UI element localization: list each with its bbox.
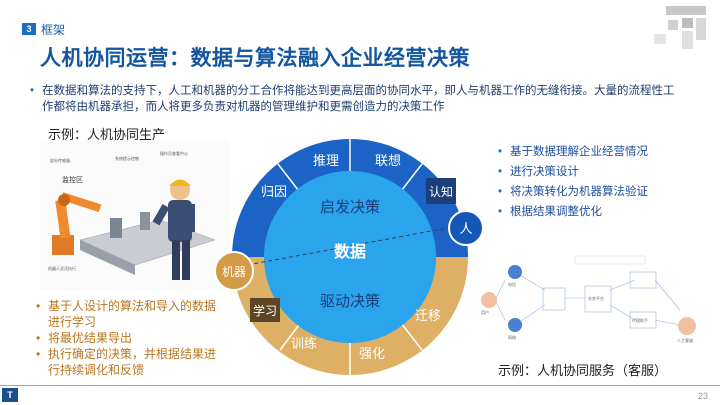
machine-bullet: •基于人设计的算法和导入的数据进行学习	[36, 299, 217, 329]
agent-avatar-icon	[678, 317, 696, 335]
page-title: 人机协同运营：数据与算法融入企业经营决策	[40, 47, 470, 70]
page-number: 23	[697, 391, 708, 401]
human-bullet: •基于数据理解企业经营情况	[498, 146, 648, 158]
human-bullet: •进行决策设计	[498, 166, 579, 178]
factory-label-3: 操作员查看中心	[160, 150, 188, 156]
driven-decision-label: 驱动决策	[320, 293, 380, 310]
machine-bullet: •执行确定的决策，并根据结果进行持续调化和反馈	[36, 347, 217, 377]
brand-logo	[654, 6, 706, 49]
ring-label-reinforcement: 强化	[359, 346, 385, 361]
factory-label-2: 系统提示控制	[115, 155, 139, 161]
flow-label-user: 用户	[481, 309, 489, 315]
heuristic-decision-label: 启发决策	[320, 199, 380, 216]
data-label: 数据	[334, 242, 366, 261]
human-node	[448, 210, 484, 246]
flow-label-platform: 业务平台	[588, 295, 604, 301]
human-label: 人	[459, 221, 472, 236]
ring-label-attribution: 归因	[261, 184, 287, 199]
machine-bullet-list: •基于人设计的算法和导入的数据进行学习 •将最优结果导出 •执行确定的决策，并根…	[36, 298, 226, 378]
worker-icon	[152, 179, 195, 280]
intro-text: 在数据和算法的支持下，人工和机器的分工合作将能达到更高层面的协同水平，即人与机器…	[42, 85, 675, 113]
ring-label-reasoning: 推理	[313, 153, 339, 168]
web-icon	[508, 318, 522, 332]
machine-label: 机器	[222, 265, 246, 279]
section-number: 3	[22, 23, 36, 35]
flow-label-web: 网络	[508, 334, 516, 340]
ring-label-transfer: 迁移	[415, 308, 441, 323]
factory-illustration: 监控区 部分传感器 系统提示控制 操作员查看中心 机器人灵活执行	[40, 140, 230, 290]
human-bullet: •根据结果调整优化	[498, 206, 602, 218]
flow-label-human-agent: 人工客服	[677, 337, 693, 343]
ring-label-association: 联想	[375, 153, 401, 168]
flow-label-agent-assist: 代理助手	[632, 317, 648, 323]
footer-divider	[0, 385, 720, 386]
footer-logo: T	[2, 388, 18, 402]
example-service-label: 示例：人机协同服务（客服）	[498, 363, 668, 378]
human-bullet-list: •基于数据理解企业经营情况 •进行决策设计 •将决策转化为机器算法验证 •根据结…	[498, 142, 648, 222]
factory-label-1: 部分传感器	[50, 157, 70, 163]
service-flowchart: 电话 网络 用户 业务平台 代理助手 人工客服	[481, 255, 696, 343]
factory-label-4: 机器人灵活执行	[48, 265, 76, 271]
flow-label-phone: 电话	[508, 281, 516, 287]
example-production-label: 示例：人机协同生产	[48, 127, 166, 142]
phone-icon	[508, 265, 522, 279]
factory-zone-label: 监控区	[62, 175, 83, 184]
cognition-tag	[426, 178, 456, 204]
user-avatar-icon	[481, 292, 497, 308]
machine-node	[214, 251, 254, 291]
learning-tag	[250, 298, 280, 322]
section-label: 框架	[41, 23, 66, 37]
human-machine-diagram: 归因 推理 联想 训练 强化 迁移 认知 学习 启发决策 数据 驱动决策 人 机…	[214, 139, 484, 375]
intro-paragraph: • 在数据和算法的支持下，人工和机器的分工合作将能达到更高层面的协同水平，即人与…	[30, 85, 675, 113]
robot-arm-icon	[52, 192, 102, 255]
learning-label: 学习	[253, 303, 277, 318]
ring-label-training: 训练	[291, 336, 317, 351]
cognition-label: 认知	[429, 185, 453, 199]
machine-bullet: •将最优结果导出	[36, 331, 133, 345]
human-bullet: •将决策转化为机器算法验证	[498, 186, 648, 198]
